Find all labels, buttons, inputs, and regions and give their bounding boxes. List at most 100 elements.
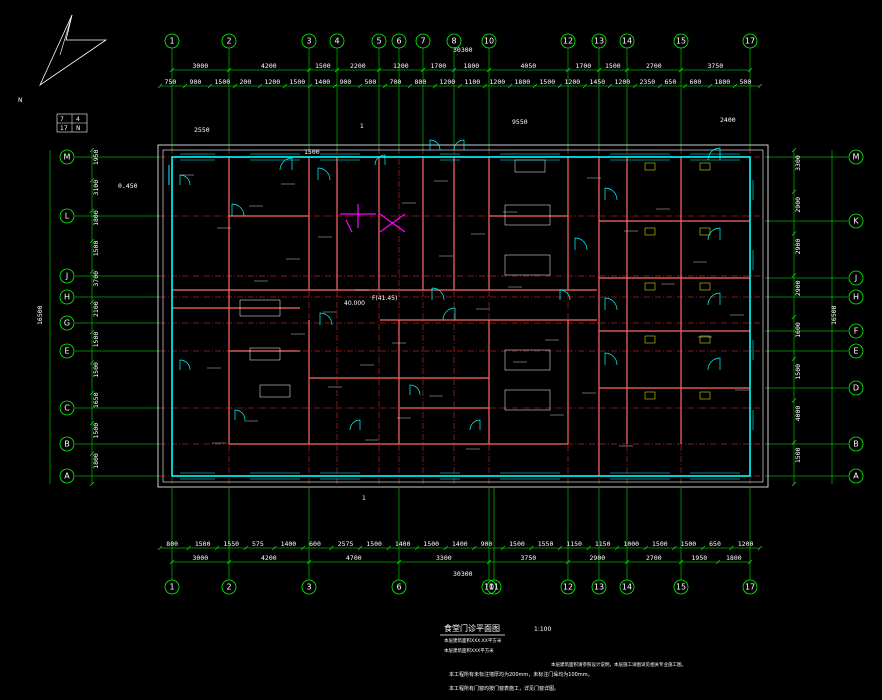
dim-top-row2-tick — [507, 83, 513, 89]
axis-bubble-bottom-label: 11 — [489, 583, 499, 592]
axis-bubble-bottom-label: 6 — [396, 583, 401, 592]
axis-bubble-right-label: M — [853, 153, 860, 162]
axis-bubble-top — [415, 33, 431, 49]
dim-top-row1-tick — [420, 67, 426, 73]
axis-bubble-top — [673, 33, 689, 49]
axis-bubble-bottom — [673, 579, 689, 595]
axis-bubble-right-label: A — [853, 472, 859, 481]
fixture-icon — [644, 335, 656, 344]
fixture-icon — [699, 391, 711, 400]
door-icon — [707, 292, 721, 306]
dim-right-tick — [791, 398, 797, 403]
axis-bubble-bottom-label: 10 — [484, 583, 494, 592]
dim-left-text: 1500 — [92, 332, 100, 348]
dim-bottom-row2-text: 800 — [166, 540, 178, 548]
dim-bottom-row2-tick — [586, 545, 591, 551]
axis-bubble-left — [59, 289, 75, 305]
dim-left-tick — [89, 390, 95, 396]
note-2: 本工程所有未标注墙厚均为200mm，未标注门垛均为100mm。 — [449, 671, 593, 678]
dim-top-row2-tick — [407, 83, 413, 89]
door-icon — [559, 289, 571, 301]
furniture-icon — [504, 204, 551, 226]
dim-top-row2-text: 1200 — [565, 78, 581, 86]
dim-top-row2-tick — [557, 83, 563, 89]
dim-top-row1-tick — [565, 67, 571, 73]
door-icon — [319, 312, 333, 326]
dim-left-tick — [89, 147, 95, 153]
svg-text:N: N — [76, 125, 81, 132]
dim-bottom-row1-text: 4700 — [346, 554, 362, 562]
dim-bottom-row2-tick — [500, 545, 506, 551]
dim-top-row2-tick — [632, 83, 638, 89]
dim-right-text: 2900 — [794, 197, 802, 213]
dim-right-text: 1500 — [794, 447, 802, 463]
dim-top-row2-tick — [707, 83, 713, 89]
windows-and-doors — [168, 139, 754, 480]
dim-top-row2-text: 500 — [740, 78, 752, 86]
dim-top-row2-tick — [657, 83, 663, 89]
dim-bottom-row1-tick — [169, 559, 175, 565]
axis-bubble-right — [848, 343, 864, 359]
dim-bottom-row2-text: 600 — [309, 540, 321, 548]
axis-bubble-top-label: 10 — [484, 37, 494, 46]
dim-right-text: 1500 — [794, 364, 802, 380]
dim-bottom-row2-tick — [729, 545, 734, 551]
dim-bottom-row2-tick — [614, 545, 620, 551]
dim-bottom-row2-text: 1500 — [681, 540, 697, 548]
dim-bottom-row1-tick — [678, 559, 684, 565]
door-icon — [442, 307, 456, 321]
dim-bottom-row2-text: 1400 — [395, 540, 411, 548]
dim-bottom-row2-text: 1500 — [195, 540, 211, 548]
dim-left-text: 1800 — [92, 210, 100, 226]
level-mark: 0.450 — [118, 182, 138, 190]
dim-left-text: 2100 — [92, 301, 100, 317]
dim-top-row1-text: 1800 — [464, 62, 480, 70]
dim-top-row2-text: 900 — [340, 78, 352, 86]
dim-bottom-row2-text: 575 — [252, 540, 264, 548]
plumbing-line — [379, 213, 406, 233]
axis-bubble-bottom — [301, 579, 317, 595]
dim-top-row2-tick — [457, 83, 463, 89]
extra-dim-1: 2550 — [194, 126, 210, 134]
dim-top-row1-tick — [486, 67, 492, 73]
dim-bottom-row2-text: 1150 — [595, 540, 611, 548]
axis-bubble-right — [848, 270, 864, 286]
dim-right-tick — [791, 273, 797, 278]
dim-top-row2-tick — [482, 83, 488, 89]
title-block: 食堂门诊平面图 1:100 本层建筑面积XXX.XX平方米 本层建筑面积XXX平… — [440, 623, 686, 692]
dim-left-tick — [89, 238, 95, 244]
dim-left-text: 1500 — [92, 241, 100, 257]
axis-bubble-bottom — [591, 579, 607, 595]
dim-top-row1-tick — [451, 67, 457, 73]
axis-bubble-bottom — [164, 579, 180, 595]
furniture-icon — [514, 159, 546, 173]
drawing-subtitle: 本层建筑面积XXX.XX平方米 — [444, 637, 502, 644]
total-height-right: 16500 — [830, 305, 838, 325]
dim-bottom-row2-tick — [243, 545, 248, 551]
door-icon — [409, 384, 421, 396]
dim-top-row1-text: 3750 — [708, 62, 724, 70]
fixture-icon — [699, 282, 711, 291]
axis-bubble-top — [560, 33, 576, 49]
dim-right-text: 2900 — [794, 280, 802, 296]
exterior-wall — [171, 156, 751, 477]
dim-top-row2-text: 1200 — [440, 78, 456, 86]
dim-top-row2-tick — [732, 83, 738, 89]
dim-right-tick — [791, 147, 797, 153]
dim-left-tick — [89, 329, 95, 335]
axis-bubble-right — [848, 468, 864, 484]
dim-top-row2-tick — [257, 83, 263, 89]
dim-bottom-row2-tick — [443, 545, 448, 551]
axis-bubble-right-label: B — [853, 440, 859, 449]
dim-bottom-row2-tick — [557, 545, 563, 551]
svg-text:7: 7 — [60, 116, 64, 123]
dim-right-tick — [791, 481, 797, 487]
dim-bottom-row2-text: 1150 — [566, 540, 582, 548]
dim-top-row2-text: 500 — [365, 78, 377, 86]
axis-bubble-top-label: 15 — [676, 37, 686, 46]
dim-top-row2-text: 1500 — [215, 78, 231, 86]
furniture-icon — [249, 347, 281, 361]
dim-top-row1-tick — [334, 67, 340, 73]
dim-left-text: 1500 — [92, 423, 100, 439]
dim-bottom-row1-tick — [565, 559, 571, 565]
